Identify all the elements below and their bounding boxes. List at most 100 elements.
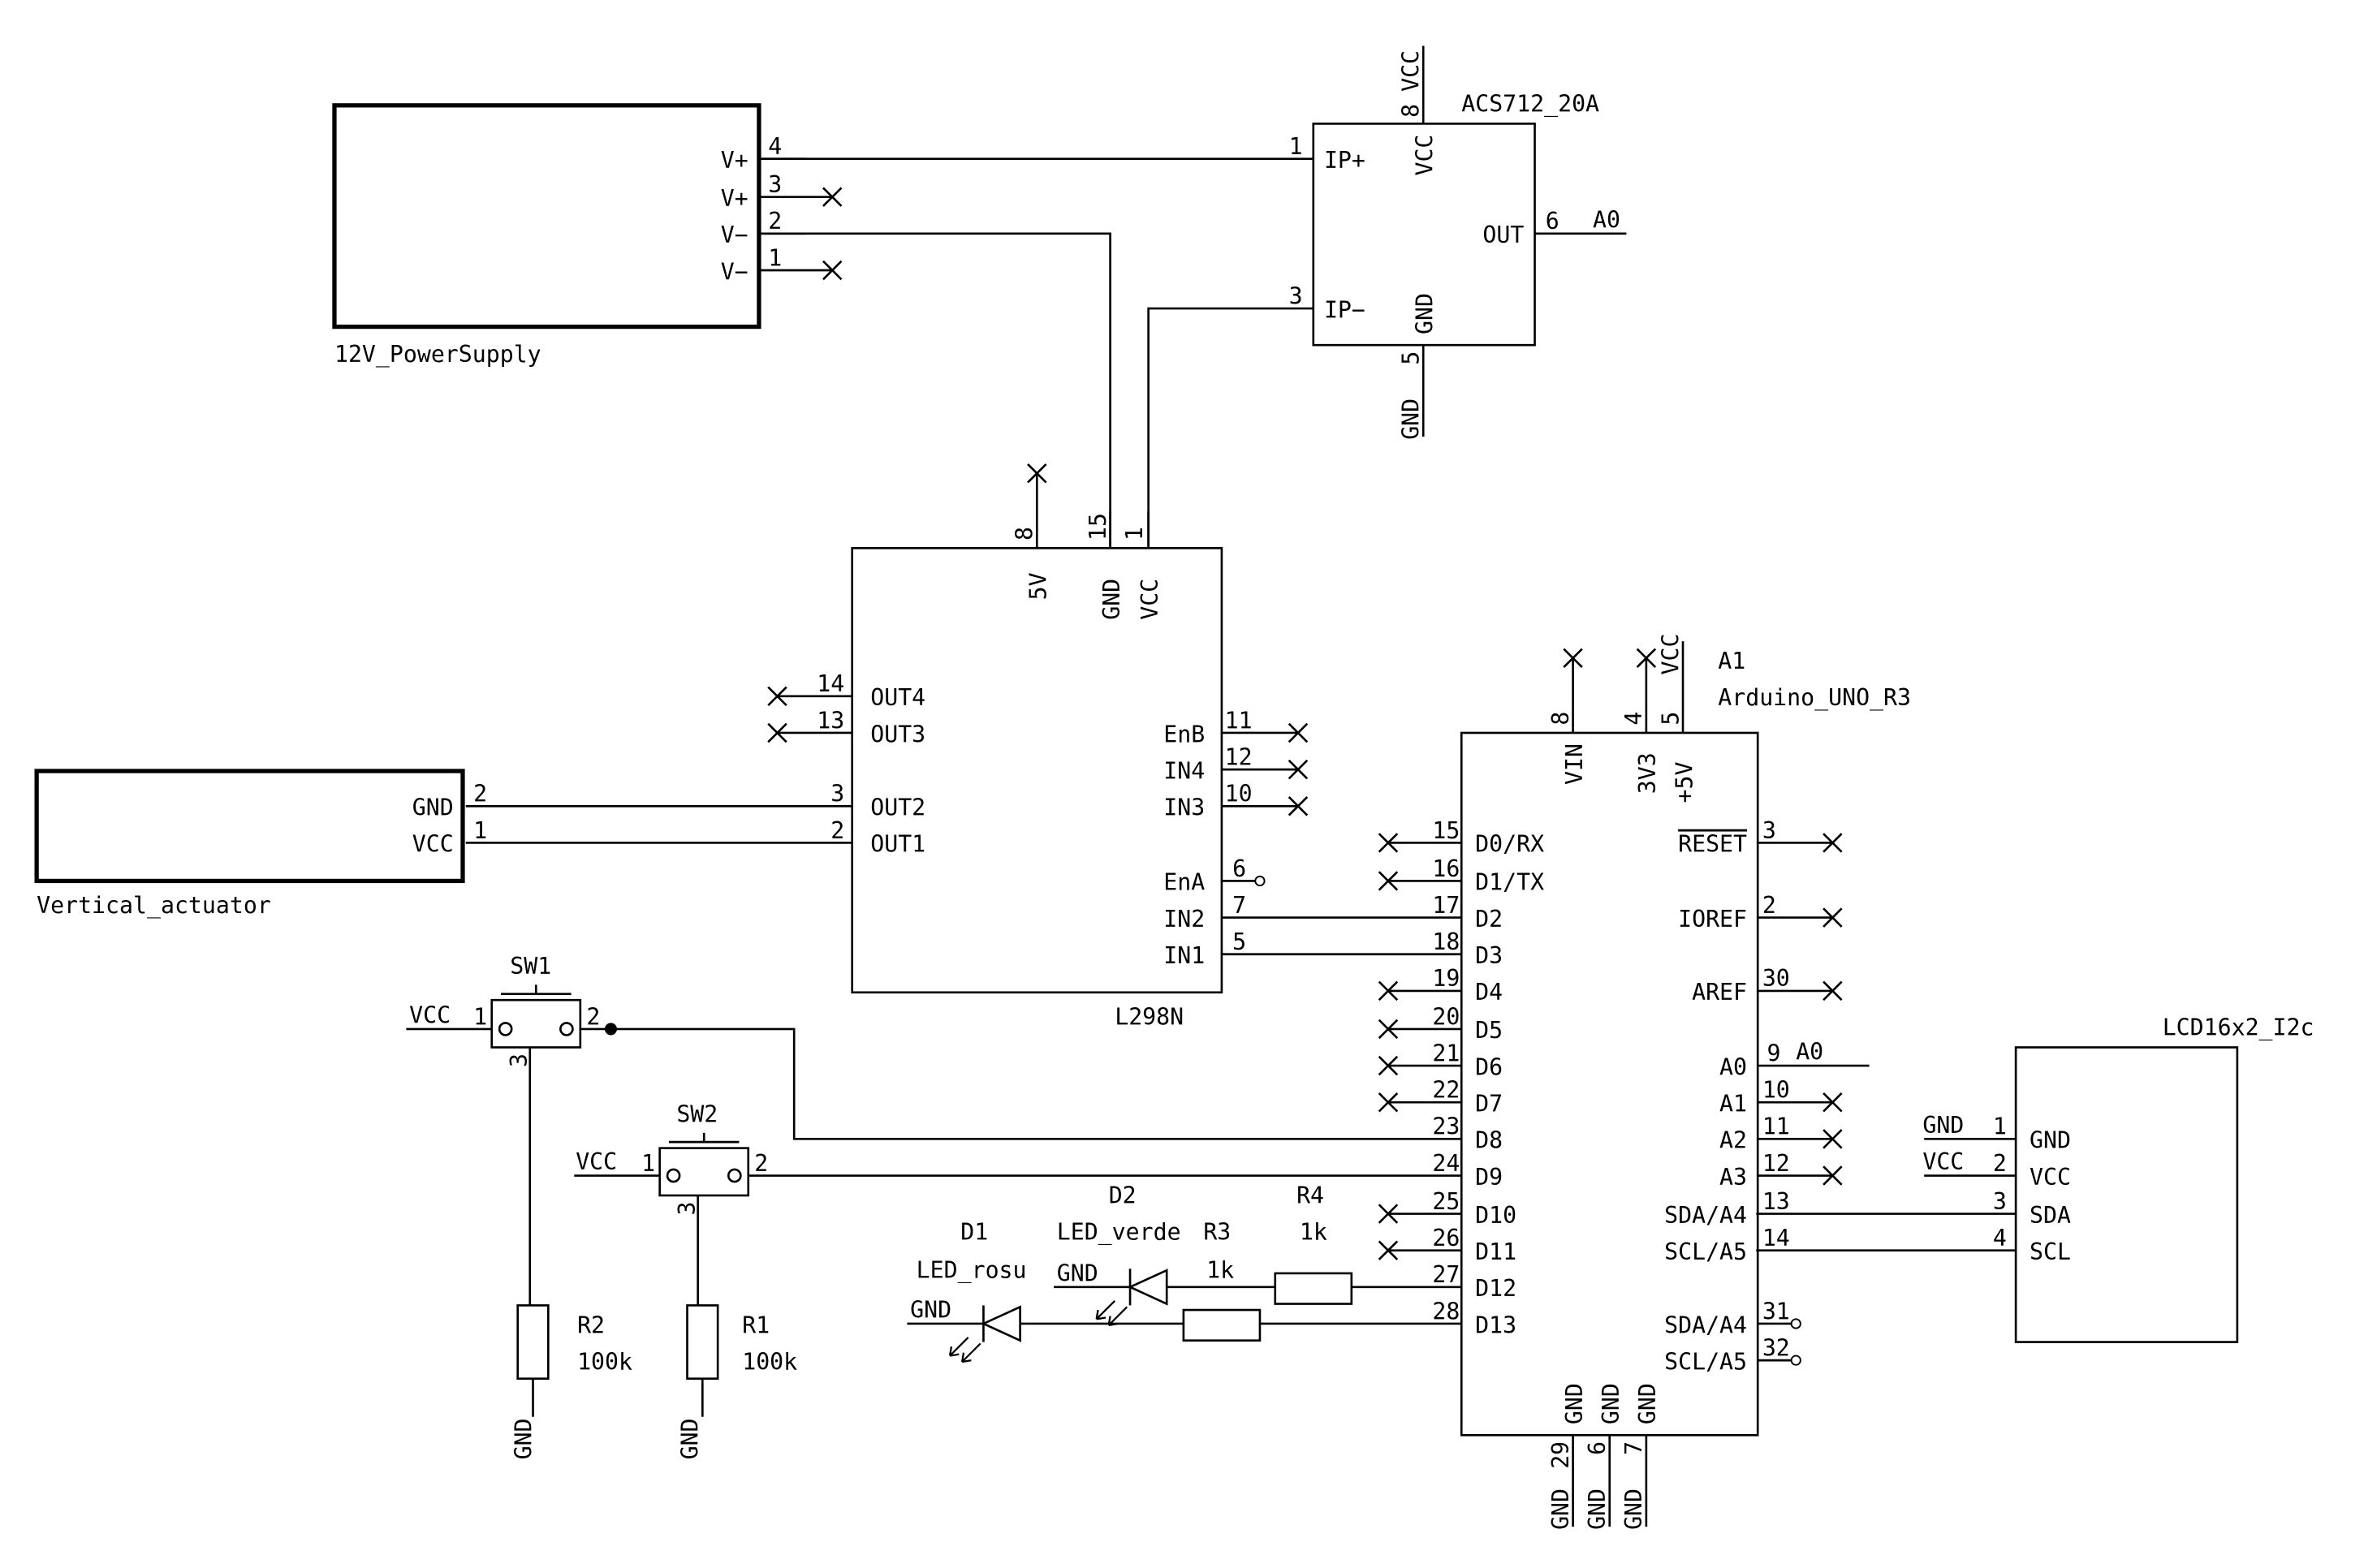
l298n-pin-label: OUT1 xyxy=(870,831,925,858)
lcd-pin-number: 3 xyxy=(1993,1188,2007,1215)
net-label-vcc: VCC xyxy=(576,1148,617,1175)
arduino-pin-number: 26 xyxy=(1432,1225,1460,1251)
l298n-pin-number: 6 xyxy=(1232,855,1246,882)
arduino-pin-label: AREF xyxy=(1692,979,1747,1006)
arduino-pin-number: 5 xyxy=(1657,712,1684,726)
arduino-pin-label: D5 xyxy=(1475,1017,1503,1044)
d2-name: LED_verde xyxy=(1057,1219,1181,1247)
arduino-pin-label: SCL/A5 xyxy=(1664,1348,1747,1375)
net-label-gnd: GND xyxy=(1547,1488,1574,1530)
arduino-pin-number: 20 xyxy=(1432,1003,1460,1030)
arduino-pin-number: 9 xyxy=(1767,1040,1780,1066)
l298n-pin-label: 5V xyxy=(1025,572,1052,600)
arduino-pin-label: D8 xyxy=(1475,1127,1503,1154)
acs712-sensor[interactable]: ACS712_20A IP+ IP− OUT VCC GND 1 3 6 8 5… xyxy=(1289,45,1627,440)
l298n-pin-number: 8 xyxy=(1012,527,1038,541)
arduino-pin-label: GND xyxy=(1634,1383,1661,1424)
l298n-pin-number: 11 xyxy=(1225,707,1253,734)
arduino-pin-label: D13 xyxy=(1475,1312,1516,1338)
acs712-pin-label-ipplus: IP+ xyxy=(1324,147,1365,174)
unconnected-pin-mark xyxy=(1254,875,1266,887)
lcd-module[interactable]: LCD16x2_I2c GND VCC SDA SCL 1 2 3 4 GND … xyxy=(1922,1014,2314,1343)
resistor-r1[interactable]: R1 100k GND xyxy=(677,1304,797,1459)
led-d1[interactable]: D1 LED_rosu GND xyxy=(907,1219,1027,1363)
psu-pin-label: V+ xyxy=(721,147,748,174)
acs712-name: ACS712_20A xyxy=(1461,90,1599,118)
arduino-pin-number: 2 xyxy=(1762,892,1776,919)
l298n-pin-number: 10 xyxy=(1225,781,1253,808)
acs712-pin-number: 1 xyxy=(1289,133,1303,160)
arduino-pin-number: 32 xyxy=(1762,1334,1790,1361)
psu-pin-number: 4 xyxy=(768,133,782,160)
arduino-pin-label: D0/RX xyxy=(1475,831,1544,858)
unconnected-pin-mark xyxy=(1790,1355,1801,1366)
r1-ref: R1 xyxy=(742,1312,770,1338)
led-d2[interactable]: D2 LED_verde GND xyxy=(1053,1182,1181,1326)
d2-ref: D2 xyxy=(1109,1182,1137,1208)
l298n-pin-number: 14 xyxy=(817,670,844,697)
net-label-gnd: GND xyxy=(677,1418,704,1459)
arduino-pin-number: 12 xyxy=(1762,1150,1790,1177)
actuator-pin-label: GND xyxy=(412,795,454,821)
power-supply-name: 12V_PowerSupply xyxy=(334,341,541,368)
net-label-a0: A0 xyxy=(1796,1039,1823,1066)
l298n-pin-label: EnB xyxy=(1163,721,1205,747)
resistor-r2[interactable]: R2 100k GND xyxy=(511,1304,632,1459)
arduino-pin-number: 31 xyxy=(1762,1298,1790,1325)
switch-sw2[interactable]: SW2 VCC 1 2 3 xyxy=(574,1101,768,1216)
actuator-name: Vertical_actuator xyxy=(37,892,271,920)
arduino-name: Arduino_UNO_R3 xyxy=(1718,684,1911,712)
arduino-pin-label: D6 xyxy=(1475,1053,1503,1080)
actuator-pin-label: VCC xyxy=(412,831,454,858)
r3-ref: R3 xyxy=(1203,1219,1231,1246)
l298n-driver[interactable]: L298N 5V GND VCC 8 15 1 OUT4 xyxy=(767,463,1309,1030)
acs712-pin-number: 3 xyxy=(1289,282,1303,309)
resistor-r4[interactable]: R4 1k xyxy=(1274,1182,1353,1305)
sw2-pin-number: 1 xyxy=(641,1150,655,1177)
psu-pin-number: 1 xyxy=(768,244,782,271)
net-label-gnd: GND xyxy=(1620,1488,1647,1530)
arduino-pin-number: 7 xyxy=(1620,1441,1647,1455)
arduino-pin-label: A1 xyxy=(1719,1091,1747,1118)
acs712-pin-number: 5 xyxy=(1398,351,1425,365)
arduino-pin-label: D9 xyxy=(1475,1164,1503,1191)
arduino-pin-label: A2 xyxy=(1719,1127,1747,1154)
arduino-pin-number: 24 xyxy=(1432,1150,1460,1177)
l298n-pin-label: IN4 xyxy=(1163,757,1205,784)
psu-pin-number: 2 xyxy=(768,208,782,235)
d1-name: LED_rosu xyxy=(917,1257,1027,1285)
lcd-name: LCD16x2_I2c xyxy=(2163,1014,2314,1041)
r4-body xyxy=(1274,1272,1353,1305)
arduino-pin-number: 30 xyxy=(1762,965,1790,992)
r4-value: 1k xyxy=(1300,1219,1327,1246)
arduino-pin-label: GND xyxy=(1598,1383,1624,1424)
l298n-pin-number: 1 xyxy=(1121,527,1148,541)
arduino-uno[interactable]: A1 Arduino_UNO_R3 xyxy=(1378,634,1911,1530)
no-connect-marks xyxy=(767,463,1309,816)
net-label-gnd: GND xyxy=(1922,1112,1964,1139)
resistor-r3[interactable]: R3 1k xyxy=(1182,1219,1262,1342)
l298n-pin-label: OUT3 xyxy=(870,721,925,747)
l298n-pin-number: 13 xyxy=(817,707,844,734)
arduino-pin-number: 18 xyxy=(1432,928,1460,955)
sw1-pin-number: 2 xyxy=(586,1003,600,1030)
switch-sw1[interactable]: SW1 VCC 1 2 3 xyxy=(406,953,600,1067)
power-supply[interactable]: 12V_PowerSupply V+ V+ V− V− 4 3 2 1 xyxy=(332,103,843,368)
net-label-vcc: VCC xyxy=(1922,1148,1964,1175)
right-pin-stubs xyxy=(1758,842,1870,1362)
wire-sw1-to-d8 xyxy=(580,1027,1462,1140)
r2-value: 100k xyxy=(577,1348,632,1375)
light-emit-arrows xyxy=(948,1337,981,1363)
lcd-pin-label: VCC xyxy=(2030,1164,2071,1191)
vertical-actuator[interactable]: Vertical_actuator GND VCC 2 1 xyxy=(34,769,487,920)
arduino-pin-number: 22 xyxy=(1432,1077,1460,1104)
l298n-pin-number: 15 xyxy=(1085,513,1111,541)
arduino-pin-label: A3 xyxy=(1719,1164,1747,1191)
arduino-pin-label: D10 xyxy=(1475,1202,1516,1229)
sw1-pin-number: 1 xyxy=(473,1003,487,1030)
arduino-pin-number: 19 xyxy=(1432,965,1460,992)
l298n-pin-label: OUT4 xyxy=(870,684,925,711)
arduino-pin-number: 23 xyxy=(1432,1114,1460,1140)
arduino-pin-label: SDA/A4 xyxy=(1664,1202,1747,1229)
